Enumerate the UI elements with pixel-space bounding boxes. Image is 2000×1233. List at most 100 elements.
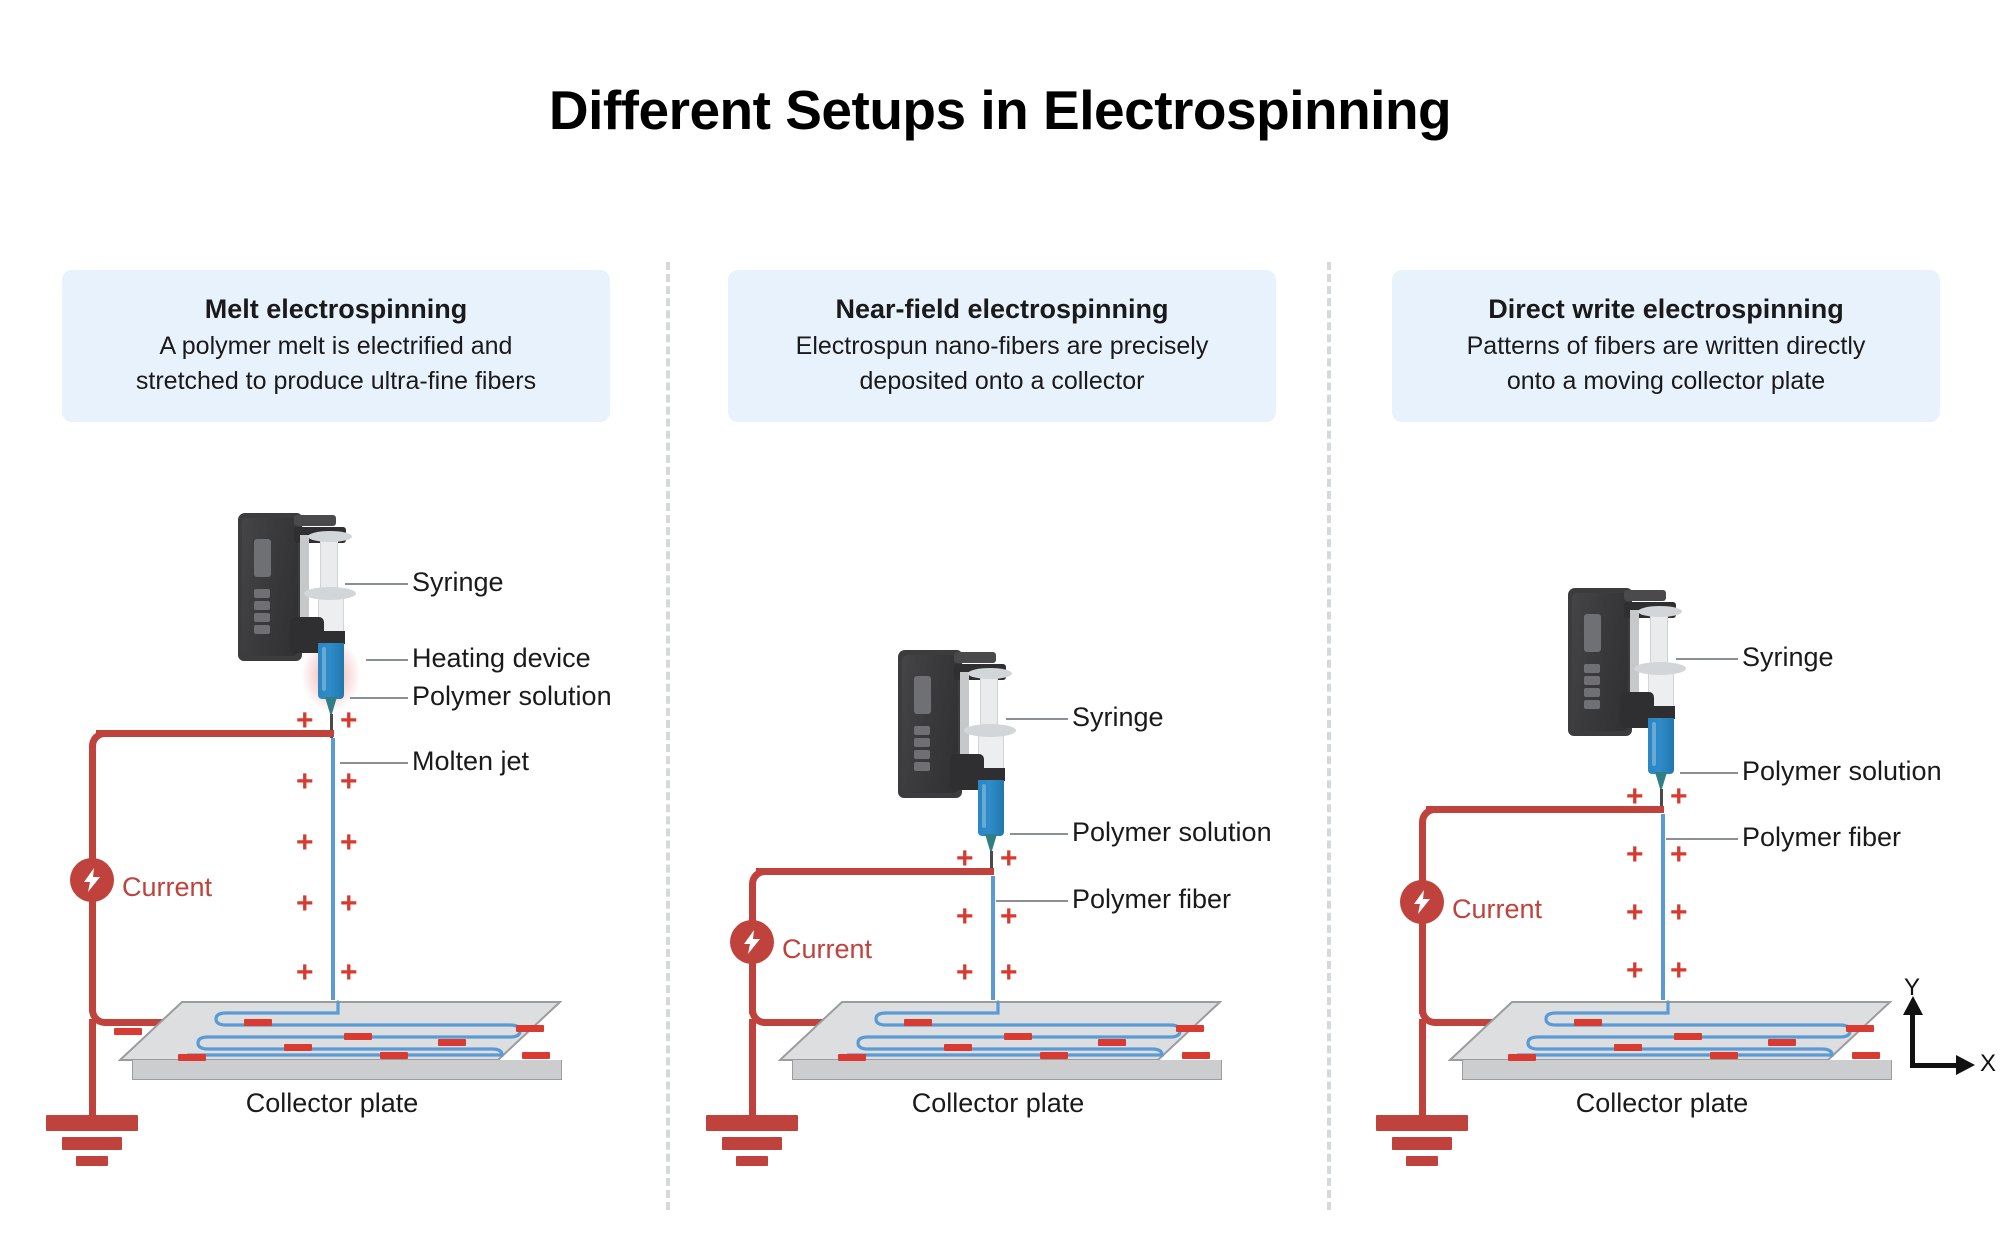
panel-direct-write-electrospinning: Direct write electrospinning Patterns of…	[1330, 0, 1997, 1233]
pump-display-icon	[1584, 614, 1601, 652]
charge-minus	[1768, 1039, 1796, 1046]
charge-plus: +	[340, 704, 358, 737]
wire-to-plate	[1440, 1019, 1500, 1026]
pump-button-1[interactable]	[254, 589, 270, 598]
current-source-node[interactable]	[1400, 880, 1444, 924]
pump-drive-rod	[300, 535, 309, 631]
charge-plus: +	[296, 826, 314, 859]
annotation-polymer-solution: Polymer solution	[1742, 756, 1942, 786]
charge-minus	[1182, 1052, 1210, 1059]
leader-syringe	[1006, 718, 1068, 720]
syringe-plunger-flange	[308, 531, 352, 542]
charge-minus	[284, 1044, 312, 1051]
ground-bar-3	[76, 1156, 108, 1166]
panel-melt-electrospinning: Melt electrospinning A polymer melt is e…	[0, 0, 664, 1233]
panel-subtitle-melt-line1: A polymer melt is electrified and	[159, 331, 513, 360]
axis-x-label: X	[1980, 1050, 1997, 1077]
collector-plate-caption: Collector plate	[245, 1088, 419, 1118]
pump-button-4[interactable]	[254, 625, 270, 634]
deposited-fiber-pattern	[186, 1000, 522, 1057]
lightning-bolt-icon	[84, 868, 100, 892]
syringe-plunger-flange	[968, 668, 1012, 679]
ground-bar-3	[1406, 1156, 1438, 1166]
axis-x-line	[1910, 1063, 1962, 1068]
charge-plus: +	[1626, 954, 1644, 987]
wire-to-ground	[89, 1019, 96, 1119]
syringe-nozzle-tip	[985, 834, 997, 854]
collector-plate-caption: Collector plate	[1575, 1088, 1749, 1118]
pump-button-1[interactable]	[1584, 664, 1600, 673]
molten-jet-stream	[331, 738, 335, 1000]
wire-corner-bottom-left	[749, 1000, 775, 1026]
current-label: Current	[1452, 894, 1543, 924]
pump-button-4[interactable]	[914, 762, 930, 771]
charge-minus	[380, 1052, 408, 1059]
pump-button-3[interactable]	[1584, 688, 1600, 697]
syringe-plunger-flange	[1638, 606, 1682, 617]
charge-minus	[1674, 1033, 1702, 1040]
pump-button-2[interactable]	[254, 601, 270, 610]
panel-near-field-electrospinning: Near-field electrospinning Electrospun n…	[666, 0, 1330, 1233]
charge-plus: +	[1626, 838, 1644, 871]
charge-plus: +	[1670, 896, 1688, 929]
charge-plus: +	[296, 765, 314, 798]
charge-minus	[1710, 1052, 1738, 1059]
current-source-node[interactable]	[70, 858, 114, 902]
xy-axis-indicator: Y X	[1898, 974, 1997, 1082]
charge-plus: +	[296, 887, 314, 920]
charge-minus	[904, 1019, 932, 1026]
charge-minus	[114, 1028, 142, 1035]
syringe-needle	[990, 851, 993, 875]
pump-button-2[interactable]	[914, 738, 930, 747]
current-label: Current	[782, 934, 873, 964]
pump-drive-rod	[1630, 610, 1639, 706]
ground-bar-3	[736, 1156, 768, 1166]
pump-drive-rod	[960, 672, 969, 768]
annotation-polymer-solution: Polymer solution	[1072, 817, 1272, 847]
charge-minus	[944, 1044, 972, 1051]
pump-button-2[interactable]	[1584, 676, 1600, 685]
pump-button-3[interactable]	[254, 613, 270, 622]
pump-arm-upper	[954, 652, 996, 663]
apparatus-melt: Syringe Heating device Polymer solution …	[0, 0, 664, 1233]
pump-button-3[interactable]	[914, 750, 930, 759]
annotation-syringe: Syringe	[1072, 702, 1164, 732]
annotation-polymer-solution: Polymer solution	[412, 681, 612, 711]
charge-minus	[1574, 1019, 1602, 1026]
charge-minus	[1176, 1025, 1204, 1032]
axis-x-arrow-icon	[1956, 1055, 1975, 1075]
syringe-collar	[1647, 706, 1675, 719]
charge-plus: +	[956, 900, 974, 933]
ground-bar-1	[46, 1115, 138, 1131]
ground-bar-1	[706, 1115, 798, 1131]
wire-to-plate	[110, 1019, 170, 1026]
ground-bar-2	[62, 1137, 122, 1150]
current-source-node[interactable]	[730, 920, 774, 964]
ground-symbol	[1376, 1115, 1468, 1166]
ground-bar-2	[722, 1137, 782, 1150]
panel-header-near-field: Near-field electrospinning Electrospun n…	[728, 270, 1276, 422]
syringe-finger-flange	[1634, 662, 1686, 675]
pump-button-1[interactable]	[914, 726, 930, 735]
charge-plus: +	[956, 842, 974, 875]
wire-top-horizontal	[756, 868, 994, 875]
current-label: Current	[122, 872, 213, 902]
charge-minus	[438, 1039, 466, 1046]
annotation-polymer-fiber: Polymer fiber	[1072, 884, 1232, 914]
charge-plus: +	[1000, 900, 1018, 933]
charge-plus: +	[956, 956, 974, 989]
panel-subtitle-melt-line2: stretched to produce ultra-fine fibers	[135, 366, 537, 395]
panel-header-direct-write: Direct write electrospinning Patterns of…	[1392, 270, 1940, 422]
charge-plus: +	[296, 704, 314, 737]
charge-plus: +	[1000, 842, 1018, 875]
wire-corner-top-left	[1419, 806, 1441, 828]
syringe-collar	[977, 768, 1005, 781]
collector-plate-caption: Collector plate	[911, 1088, 1085, 1118]
ground-bar-1	[1376, 1115, 1468, 1131]
charge-minus	[838, 1054, 866, 1061]
wire-top-horizontal	[96, 730, 334, 737]
wire-corner-bottom-left	[1419, 1000, 1445, 1026]
pump-button-4[interactable]	[1584, 700, 1600, 709]
charge-minus	[178, 1054, 206, 1061]
